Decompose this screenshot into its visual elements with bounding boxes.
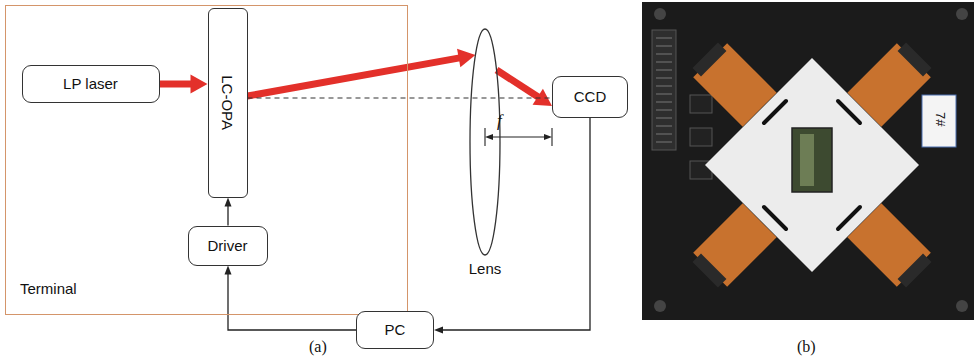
panel-label: (b): [797, 338, 816, 356]
focal-length-label: f: [497, 111, 502, 131]
connector-line: [228, 274, 356, 331]
driver-box: Driver: [188, 226, 268, 266]
connector-line: [248, 97, 553, 98]
device-photo: [642, 2, 974, 320]
arrowhead: [457, 49, 475, 68]
camera-box: CCD: [552, 76, 628, 118]
focal-dimension: [485, 128, 552, 146]
connector-line: [227, 206, 228, 226]
node-text: Lens: [469, 260, 502, 277]
connector-line: [248, 58, 460, 96]
node-text: Terminal: [20, 280, 77, 297]
signal-arrow: [225, 266, 357, 331]
signal-arrow: [225, 198, 232, 226]
sticker-number: 7#: [933, 112, 948, 126]
connector-line: [160, 81, 192, 88]
lens-outline: [468, 28, 502, 256]
node-text: LC-OPA: [219, 75, 236, 130]
arrowhead: [225, 198, 232, 207]
node-text: PC: [385, 321, 406, 338]
laser-box: LP laser: [22, 65, 160, 103]
optical-axis: [248, 98, 553, 99]
arrowhead: [533, 89, 552, 106]
node-text: Driver: [208, 237, 248, 254]
arrowhead: [434, 327, 443, 334]
laser-beam: [497, 70, 552, 106]
node-text: LP laser: [63, 75, 118, 92]
panel-label: (a): [309, 338, 327, 356]
connector-line: [497, 70, 539, 97]
connector-line: [442, 118, 590, 330]
node-text: CCD: [574, 88, 607, 105]
phased-array-box: LC-OPA: [208, 8, 248, 198]
computer-box: PC: [356, 311, 434, 349]
arrowhead: [225, 266, 232, 275]
laser-beam: [160, 75, 208, 94]
terminal-region: Terminal LP laser LC-OPA Driver: [5, 5, 408, 315]
lens-ellipse: Lens: [468, 28, 502, 256]
laser-beam: [248, 49, 476, 96]
signal-arrow: [434, 118, 590, 334]
arrowhead: [191, 75, 208, 94]
